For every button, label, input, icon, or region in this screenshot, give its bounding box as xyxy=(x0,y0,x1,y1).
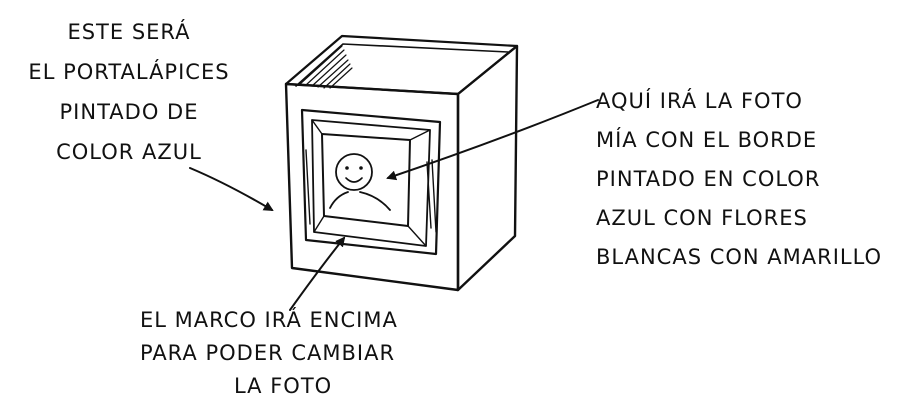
arrow-bottom-label xyxy=(289,236,346,311)
label-pencil-holder-line-1: ESTE SERÁ xyxy=(67,20,191,44)
smiley-face-photo xyxy=(329,153,391,211)
label-pencil-holder-line-4: COLOR AZUL xyxy=(56,140,202,164)
label-frame-line-1: EL MARCO IRÁ ENCIMA xyxy=(140,308,398,332)
label-pencil-holder: ESTE SERÁ EL PORTALÁPICES PINTADO DE COL… xyxy=(4,12,254,172)
label-pencil-holder-line-3: PINTADO DE xyxy=(59,100,199,124)
label-photo-line-1: AQUÍ IRÁ LA FOTO xyxy=(596,89,803,113)
photo-frame xyxy=(300,108,442,256)
arrow-right-label xyxy=(386,99,599,181)
label-photo-line-4: AZUL CON FLORES xyxy=(596,206,808,230)
label-frame-line-3: LA FOTO xyxy=(234,374,333,398)
label-photo-line-5: BLANCAS CON AMARILLO xyxy=(596,245,883,269)
label-photo: AQUÍ IRÁ LA FOTO MÍA CON EL BORDE PINTAD… xyxy=(596,82,882,277)
label-frame-line-2: PARA PODER CAMBIAR xyxy=(140,341,396,365)
label-photo-line-2: MÍA CON EL BORDE xyxy=(596,128,818,152)
pencil-holder-box xyxy=(284,34,519,292)
arrow-left-label xyxy=(189,167,274,212)
label-photo-line-3: PINTADO EN COLOR xyxy=(596,167,821,191)
label-frame: EL MARCO IRÁ ENCIMA PARA PODER CAMBIAR L… xyxy=(140,304,398,403)
label-pencil-holder-line-2: EL PORTALÁPICES xyxy=(28,60,230,84)
